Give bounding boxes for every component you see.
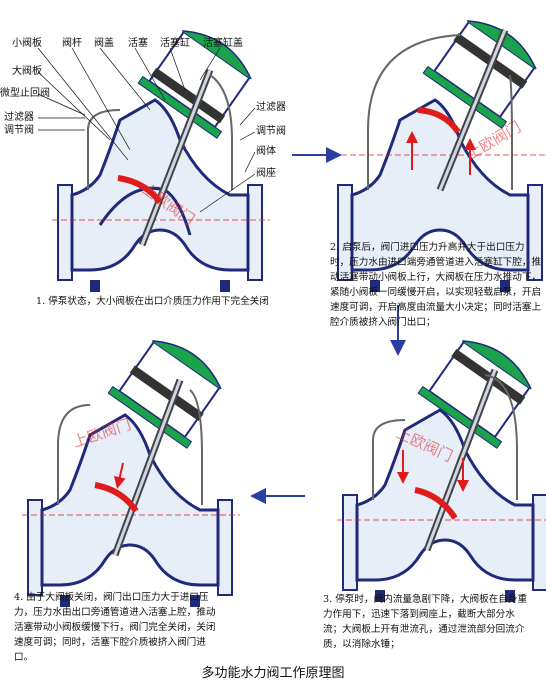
caption-step4: 4. 由于大阀板关闭，阀门出口压力大于进口压力，压力水由出口旁通管道进入活塞上腔… [14, 592, 216, 663]
label-piston-cylinder: 活塞缸 [160, 38, 190, 49]
caption-step3: 3. 停泵时，阀内流量急剧下降，大阀板在自身重力作用下，迅速下落到阀座上，截断大… [323, 594, 528, 650]
caption-step2: 2. 启泵后，阀门进口压力升高并大于出口压力时，压力水由进口端旁通管道进入活塞缸… [330, 242, 542, 328]
label-regulating-right: 调节阀 [256, 126, 286, 137]
label-micro-check: 微型止回阀 [0, 88, 50, 99]
label-seat: 阀座 [256, 168, 276, 179]
valve-diagram-step4 [22, 340, 240, 607]
label-filter-left: 过滤器 [4, 112, 34, 123]
valve-diagram-step3 [337, 340, 546, 602]
label-small-disc: 小阀板 [12, 38, 42, 49]
valve-diagram-step2 [332, 20, 546, 292]
label-cylinder-cover: 活塞缸盖 [203, 38, 243, 49]
label-piston: 活塞 [128, 38, 148, 49]
leader-lines-step1 [37, 47, 256, 213]
label-filter-right: 过滤器 [256, 102, 286, 113]
valve-diagram-step1 [52, 30, 270, 292]
label-large-disc: 大阀板 [12, 66, 42, 77]
label-body: 阀体 [256, 146, 276, 157]
label-stem: 阀杆 [62, 38, 82, 49]
diagram-title: 多功能水力阀工作原理图 [201, 666, 345, 681]
label-regulating-left: 调节阀 [4, 125, 34, 136]
caption-step1: 1. 停泵状态，大小阀板在出口介质压力作用下完全关闭 [36, 296, 269, 307]
label-cover: 阀盖 [94, 38, 114, 49]
